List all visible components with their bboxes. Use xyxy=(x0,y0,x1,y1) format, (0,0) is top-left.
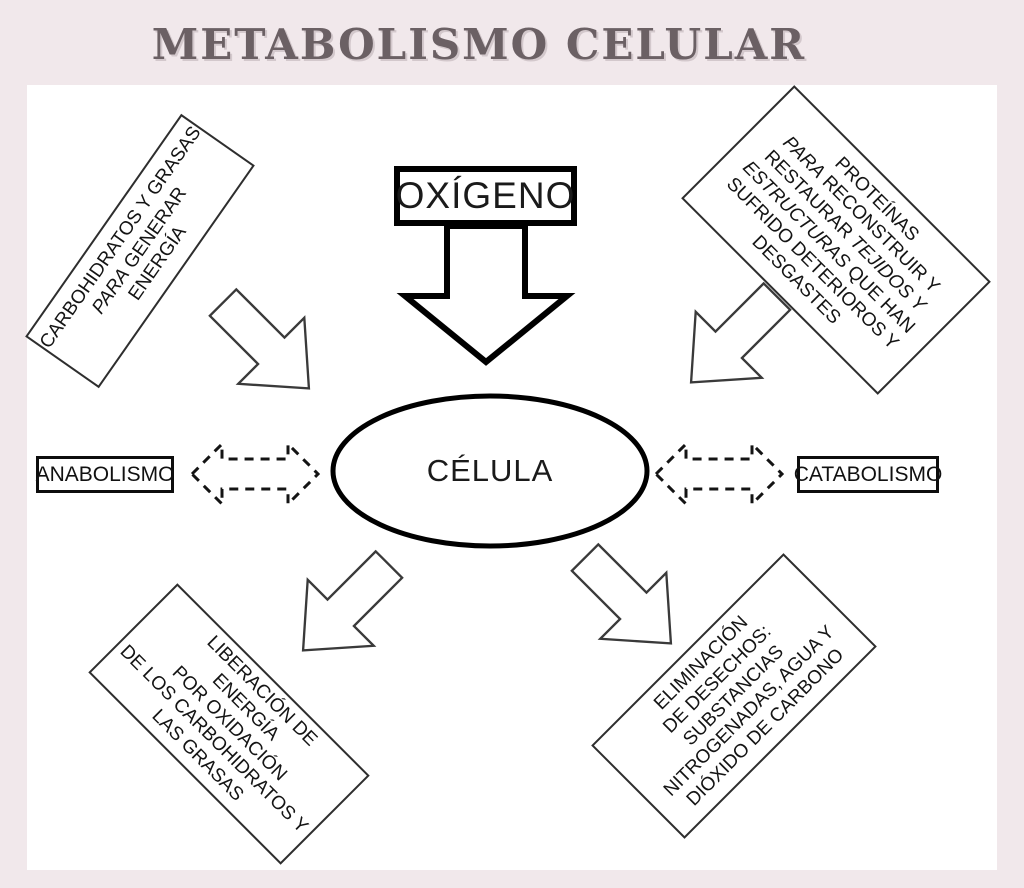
arrow-proteins-to-cell-icon xyxy=(689,281,792,384)
anabolism-box: ANABOLISMO xyxy=(36,456,174,493)
arrow-carbs-to-cell-icon xyxy=(208,287,311,390)
oxygen-box: OXÍGENO xyxy=(394,166,577,226)
oxygen-label: OXÍGENO xyxy=(395,175,576,216)
dashed-double-arrow-right-icon xyxy=(653,440,785,508)
catabolism-box: CATABOLISMO xyxy=(794,456,942,493)
catabolism-label: CATABOLISMO xyxy=(793,462,943,486)
arrow-cell-to-energy-icon xyxy=(301,549,404,652)
cell-ellipse xyxy=(330,393,650,549)
oxygen-down-arrow-icon xyxy=(396,223,576,366)
arrow-cell-to-waste-icon xyxy=(570,542,673,645)
cell-label: CÉLULA xyxy=(426,453,554,488)
page-title: METABOLISMO CELULAR xyxy=(151,20,807,69)
dashed-double-arrow-left-icon xyxy=(189,440,321,508)
anabolism-label: ANABOLISMO xyxy=(35,462,175,486)
